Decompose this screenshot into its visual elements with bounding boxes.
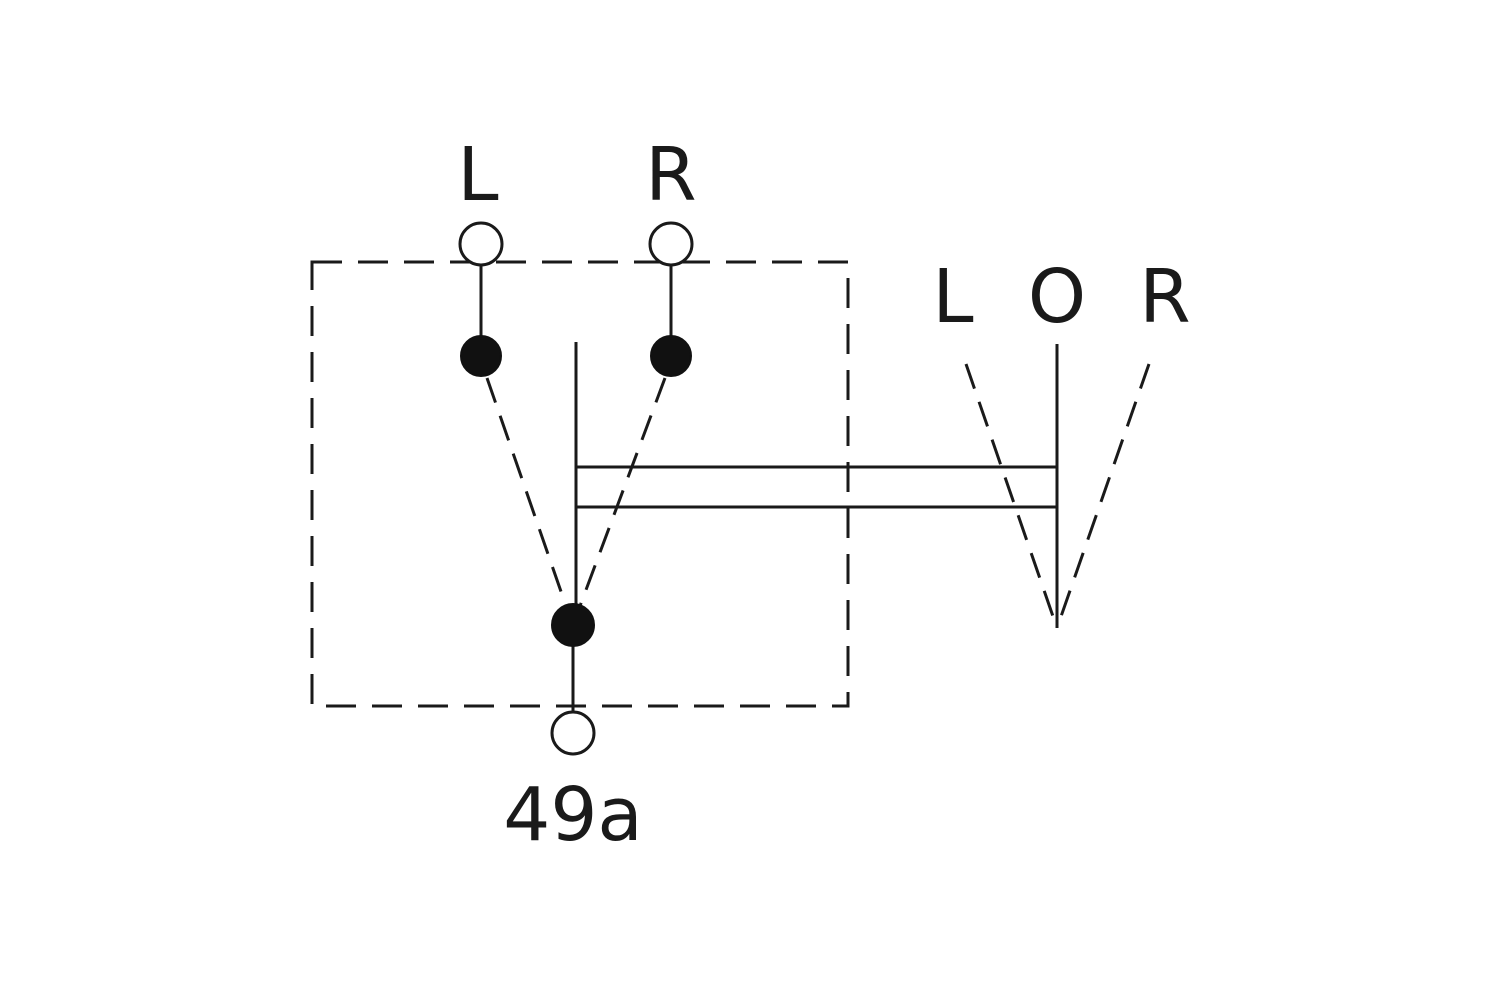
label-position-left: L: [932, 254, 973, 340]
label-position-off: O: [1028, 254, 1086, 340]
terminal-output-open: [550, 710, 596, 756]
label-terminal-right: R: [645, 132, 696, 218]
terminal-right-open: [648, 221, 694, 267]
label-terminal-left: L: [457, 132, 498, 218]
switch-housing-dashed-box: [310, 260, 850, 708]
label-position-right: R: [1139, 254, 1190, 340]
dashed-path-left: [485, 377, 568, 607]
terminal-left-open: [458, 221, 504, 267]
label-terminal-output: 49a: [503, 772, 643, 858]
lever-position-left-dashed: [964, 363, 1059, 629]
dashed-path-right: [578, 377, 667, 607]
contact-left-dot: [460, 335, 502, 377]
contact-right-dot: [650, 335, 692, 377]
lever-position-right-dashed: [1055, 363, 1151, 629]
contact-common-dot: [551, 603, 595, 647]
